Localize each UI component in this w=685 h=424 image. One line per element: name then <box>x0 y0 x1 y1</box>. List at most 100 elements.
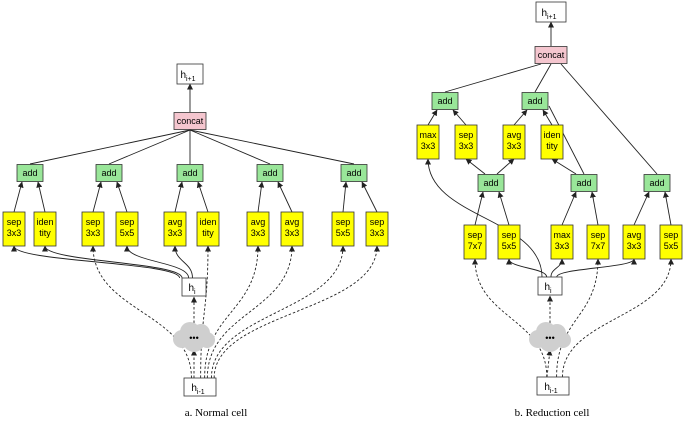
normal-add-2: add <box>95 164 123 182</box>
normal-op-2-1-line-2: 3x3 <box>86 228 101 238</box>
normal-op-4-1-line-2: 3x3 <box>251 228 266 238</box>
reduction-lower-add-2: add <box>570 174 598 192</box>
normal-add-2-label: add <box>101 168 116 178</box>
cloud-dots: ••• <box>189 333 198 343</box>
edge-h_i-to-op-1-1 <box>11 245 181 279</box>
edge-h_i-1-to-lower-op-1-1 <box>472 258 548 378</box>
normal-output-node-label: hi+1 <box>180 70 195 83</box>
reduction-cloud-icon: ••• <box>529 322 571 352</box>
reduction-lower-op-2-1-box <box>550 224 574 260</box>
reduction-lower-op-1-1-line-2: 7x7 <box>468 241 483 251</box>
normal-cell-caption: a. Normal cell <box>185 407 248 419</box>
reduction-output-node-base: h <box>541 8 547 19</box>
reduction-lower-op-1-2-line-1: sep <box>502 230 517 240</box>
reduction-upper-op-2-2-line-1: iden <box>543 130 560 140</box>
reduction-cell-caption: b. Reduction cell <box>515 407 590 419</box>
normal-op-3-1-line-1: avg <box>168 217 183 227</box>
reduction-hidden-i-subscript: i <box>550 288 552 295</box>
normal-op-5-2-line-1: sep <box>370 217 385 227</box>
normal-output-node-box <box>176 63 204 85</box>
edges-layer <box>11 21 674 379</box>
reduction-lower-op-3-2-line-2: 5x5 <box>664 241 679 251</box>
normal-add-3: add <box>176 164 204 182</box>
reduction-lower-add-1-label: add <box>483 178 498 188</box>
normal-op-1-2-line-2: tity <box>39 228 51 238</box>
normal-op-3-1-box <box>163 211 187 247</box>
edge-h_i-1-to-op-4-1 <box>204 245 261 379</box>
normal-op-4-2-box <box>280 211 304 247</box>
reduction-output-node-label: hi+1 <box>541 8 556 21</box>
edge-op-1-1-to-add <box>13 181 24 213</box>
reduction-lower-op-2-2-line-1: sep <box>591 230 606 240</box>
reduction-upper-add-1: add <box>431 92 459 110</box>
edge-upper-op-1-2-to-add <box>452 109 467 126</box>
normal-add-5-label: add <box>346 168 361 178</box>
reduction-output-node-subscript: i+1 <box>547 14 557 21</box>
edge-h_i-1-to-op-5-1 <box>210 245 346 379</box>
edge-upper-op-2-1-to-add <box>513 109 528 126</box>
normal-op-2-2-line-1: sep <box>120 217 135 227</box>
reduction-hidden-prev-base: h <box>544 382 550 393</box>
reduction-lower-add-3: add <box>643 174 671 192</box>
edge-h_i-to-lower-op-1-2 <box>506 258 548 278</box>
normal-add-3-box <box>176 164 204 182</box>
reduction-lower-op-3-2-box <box>659 224 683 260</box>
normal-op-1-1-line-1: sep <box>7 217 22 227</box>
cloud-puff-5 <box>539 330 561 352</box>
reduction-hidden-i: hi <box>537 276 563 296</box>
edge-h_i-1-to-op-5-2 <box>213 245 380 379</box>
reduction-lower-op-2-1-line-1: max <box>553 230 571 240</box>
nodes-layer: hi+1concataddsep3x3identityaddsep3x3sep5… <box>2 1 683 397</box>
edge-upper-op-2-2-to-add <box>542 109 553 126</box>
edge-lower-op-1-2-to-add <box>497 191 510 226</box>
edge-h_i-1-to-op-4-2 <box>206 245 295 379</box>
edge-h_i-1-to-lower-op-3-2 <box>561 258 674 378</box>
reduction-upper-op-2-1-line-2: 3x3 <box>507 141 522 151</box>
normal-op-1-1-box <box>2 211 26 247</box>
reduction-lower-op-1-2-line-2: 5x5 <box>502 241 517 251</box>
reduction-lower-op-3-1-box <box>622 224 646 260</box>
reduction-lower-op-3-2-line-1: sep <box>664 230 679 240</box>
edge-add-to-concat-2 <box>108 129 191 165</box>
normal-op-2-2-line-2: 5x5 <box>120 228 135 238</box>
normal-op-5-1-line-2: 5x5 <box>336 228 351 238</box>
edge-upper-op-1-1-to-add <box>427 109 438 126</box>
normal-op-5-2-box <box>365 211 389 247</box>
edge-upper-add-1-to-concat <box>444 63 542 93</box>
cloud-dots: ••• <box>545 333 554 343</box>
edge-lower-op-3-1-to-add <box>633 191 650 226</box>
edge-upper-add-2-to-concat <box>534 63 552 93</box>
reduction-upper-op-2-1-box <box>502 124 526 160</box>
normal-hidden-i: hi <box>181 277 207 297</box>
normal-op-3-2-line-1: iden <box>199 217 216 227</box>
cloud-puff-5 <box>183 330 205 352</box>
normal-op-2-1-line-1: sep <box>86 217 101 227</box>
normal-cloud-icon: ••• <box>173 322 215 352</box>
reduction-lower-op-3-1-line-1: avg <box>627 230 642 240</box>
edge-op-2-2-to-add <box>115 181 128 213</box>
edge-op-3-1-to-add <box>174 181 184 213</box>
reduction-lower-add-2-label: add <box>576 178 591 188</box>
edge-add-to-concat-4 <box>189 129 271 165</box>
normal-op-1-2-box <box>33 211 57 247</box>
reduction-output-node: hi+1 <box>535 1 567 23</box>
normal-hidden-i-subscript: i <box>194 289 196 296</box>
edge-op-4-2-to-add <box>277 181 293 213</box>
reduction-upper-add-2: add <box>521 92 549 110</box>
normal-op-1-2-line-1: iden <box>36 217 53 227</box>
reduction-upper-op-2-2-box <box>540 124 564 160</box>
normal-op-4-2-line-1: avg <box>285 217 300 227</box>
normal-op-3-2-box <box>196 211 220 247</box>
reduction-hidden-prev: hi-1 <box>536 376 570 396</box>
normal-hidden-prev-label: hi-1 <box>191 383 204 396</box>
